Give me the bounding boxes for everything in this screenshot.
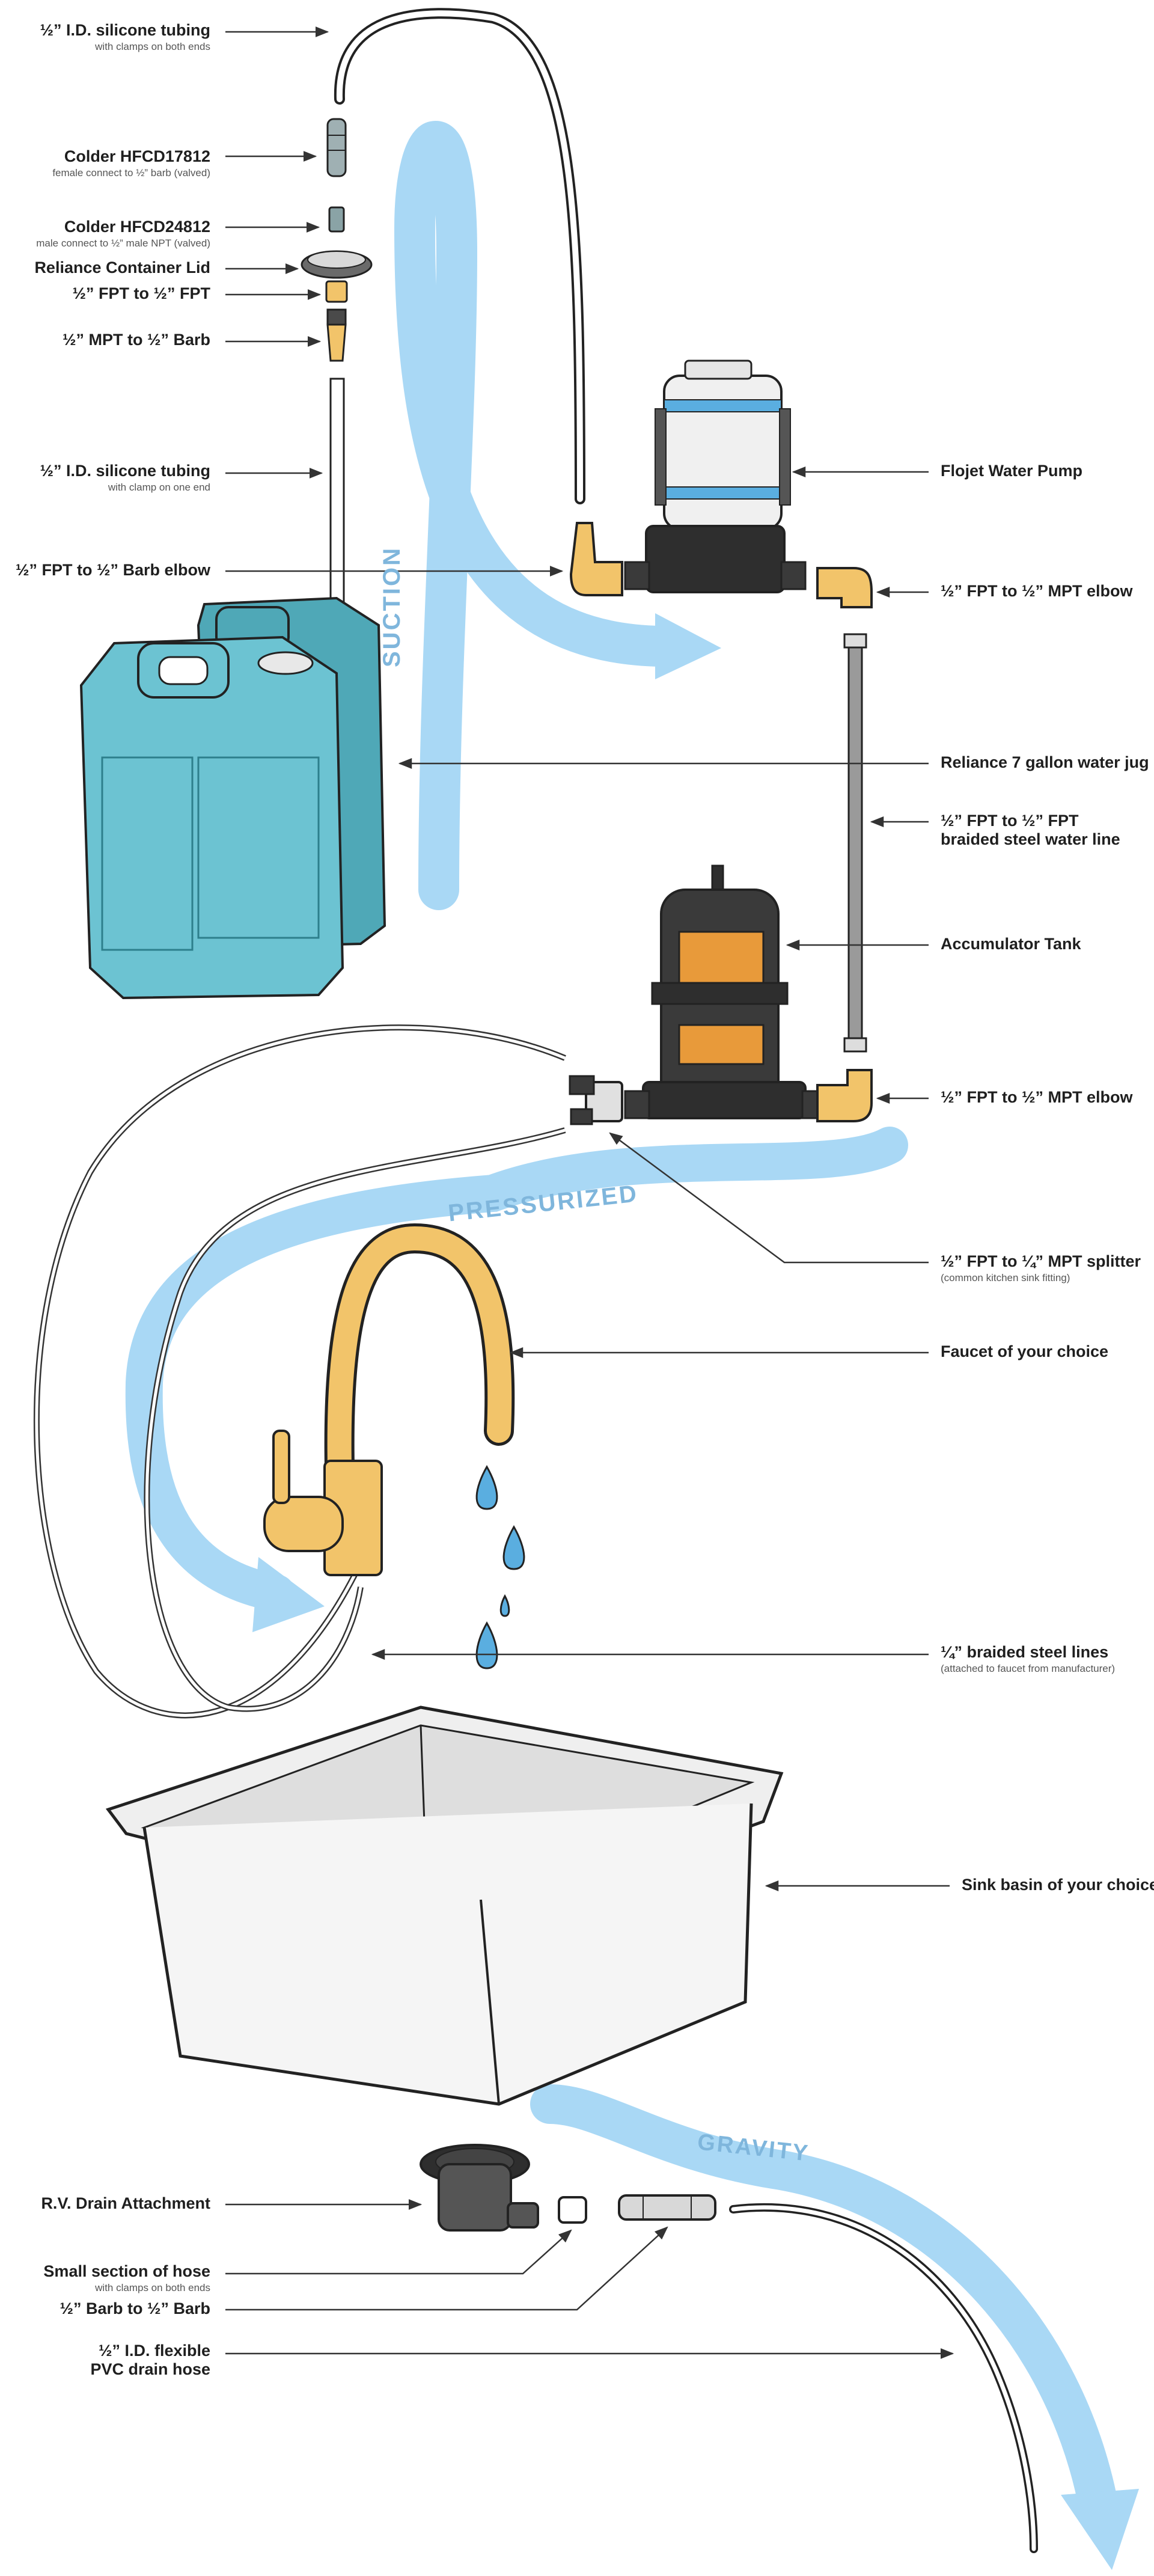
label-tubing-top-sub: with clamps on both ends [95, 41, 210, 53]
silicone-tubing-mid [329, 378, 345, 614]
label-elbow-1-main: ½” FPT to ½” MPT elbow [941, 582, 1133, 600]
label-pump: Flojet Water Pump [941, 462, 1082, 480]
pressurized-flow-arrow [125, 1127, 908, 1632]
fpt-barb-elbow-icon [569, 522, 623, 596]
elbow-1-icon [816, 567, 873, 608]
colder-hfcd17812-icon [326, 118, 347, 177]
label-colder-17812: Colder HFCD17812 female connect to ½” ba… [52, 147, 210, 179]
label-tubing-top: ½” I.D. silicone tubing with clamps on b… [40, 21, 210, 53]
label-fpt-fpt-main: ½” FPT to ½” FPT [72, 284, 210, 302]
label-braided-lines-sub: (attached to faucet from manufacturer) [941, 1663, 1116, 1675]
label-braided-line-main2: braided steel water line [941, 830, 1120, 849]
colder-hfcd24812-icon [328, 206, 345, 233]
label-rv-drain-main: R.V. Drain Attachment [41, 2194, 210, 2212]
rv-drain-icon [420, 2144, 539, 2232]
label-splitter-main: ½” FPT to ¼” MPT splitter [941, 1252, 1141, 1270]
label-fpt-barb-elbow-main: ½” FPT to ½” Barb elbow [15, 561, 210, 579]
label-mpt-barb: ½” MPT to ½” Barb [63, 331, 210, 349]
label-splitter-sub: (common kitchen sink fitting) [941, 1272, 1070, 1284]
splitter-icon [569, 1075, 623, 1125]
label-faucet-main: Faucet of your choice [941, 1342, 1109, 1360]
label-reliance-lid: Reliance Container Lid [34, 259, 210, 277]
label-mpt-barb-main: ½” MPT to ½” Barb [62, 331, 210, 349]
label-colder-17812-sub: female connect to ½” barb (valved) [52, 167, 210, 179]
label-braided-lines-main: ¼” braided steel lines [941, 1643, 1109, 1661]
label-sink: Sink basin of your choice [962, 1876, 1154, 1894]
label-colder-24812-main: Colder HFCD24812 [64, 218, 210, 236]
label-small-hose-sub: with clamps on both ends [95, 2282, 210, 2294]
suction-flow-arrow [394, 121, 721, 910]
label-tubing-top-main: ½” I.D. silicone tubing [40, 21, 210, 39]
label-tubing-mid-main: ½” I.D. silicone tubing [40, 462, 210, 480]
elbow-2-icon [816, 1069, 873, 1122]
fpt-to-fpt-fitting-icon [325, 280, 348, 303]
label-elbow-2: ½” FPT to ½” MPT elbow [941, 1088, 1133, 1107]
label-small-hose-main: Small section of hose [43, 2262, 210, 2280]
label-elbow-2-main: ½” FPT to ½” MPT elbow [941, 1088, 1133, 1106]
label-jug: Reliance 7 gallon water jug [941, 753, 1149, 772]
label-sink-main: Sink basin of your choice [962, 1876, 1154, 1894]
leader-lines [225, 26, 954, 2359]
barb-to-barb-icon [618, 2194, 716, 2221]
label-accumulator: Accumulator Tank [941, 935, 1081, 953]
sink-basin-icon [105, 1706, 784, 2106]
accumulator-tank-icon [624, 864, 828, 1119]
label-pvc-hose: ½” I.D. flexible PVC drain hose [90, 2342, 210, 2379]
label-elbow-1: ½” FPT to ½” MPT elbow [941, 582, 1133, 601]
label-pump-main: Flojet Water Pump [941, 462, 1083, 480]
label-pvc-hose-main: ½” I.D. flexible [98, 2342, 210, 2360]
label-barb-barb: ½” Barb to ½” Barb [60, 2299, 210, 2318]
water-drops [475, 1464, 525, 1669]
gravity-flow-arrow [530, 2084, 1139, 2570]
label-braided-line-main: ½” FPT to ½” FPT [941, 812, 1079, 830]
label-colder-17812-main: Colder HFCD17812 [64, 147, 210, 165]
label-jug-main: Reliance 7 gallon water jug [941, 753, 1149, 771]
label-braided-line: ½” FPT to ½” FPT braided steel water lin… [941, 812, 1120, 849]
faucet-icon [263, 1223, 515, 1576]
label-tubing-mid-sub: with clamp on one end [108, 482, 210, 494]
flojet-pump-icon [624, 359, 807, 593]
label-barb-barb-main: ½” Barb to ½” Barb [60, 2299, 210, 2317]
label-small-hose: Small section of hose with clamps on bot… [43, 2262, 210, 2294]
label-rv-drain: R.V. Drain Attachment [41, 2194, 210, 2213]
label-reliance-lid-main: Reliance Container Lid [34, 259, 210, 277]
braided-faucet-lines [33, 1024, 566, 1719]
water-jug-icon [79, 596, 386, 1000]
label-braided-lines: ¼” braided steel lines (attached to fauc… [941, 1643, 1115, 1675]
mpt-to-barb-fitting-icon [326, 308, 347, 362]
label-colder-24812-sub: male connect to ½” male NPT (valved) [36, 237, 210, 249]
label-splitter: ½” FPT to ¼” MPT splitter (common kitche… [941, 1252, 1141, 1284]
small-hose-icon [558, 2196, 587, 2224]
label-accumulator-main: Accumulator Tank [941, 935, 1081, 953]
label-fpt-fpt: ½” FPT to ½” FPT [72, 284, 210, 303]
label-faucet: Faucet of your choice [941, 1342, 1108, 1361]
label-fpt-barb-elbow: ½” FPT to ½” Barb elbow [16, 561, 210, 580]
label-tubing-mid: ½” I.D. silicone tubing with clamp on on… [40, 462, 210, 494]
reliance-lid-icon [301, 250, 373, 279]
braided-steel-line-icon [843, 633, 867, 1053]
label-colder-24812: Colder HFCD24812 male connect to ½” male… [36, 218, 210, 249]
suction-label: SUCTION [379, 546, 405, 667]
label-pvc-hose-main2: PVC drain hose [90, 2360, 210, 2379]
